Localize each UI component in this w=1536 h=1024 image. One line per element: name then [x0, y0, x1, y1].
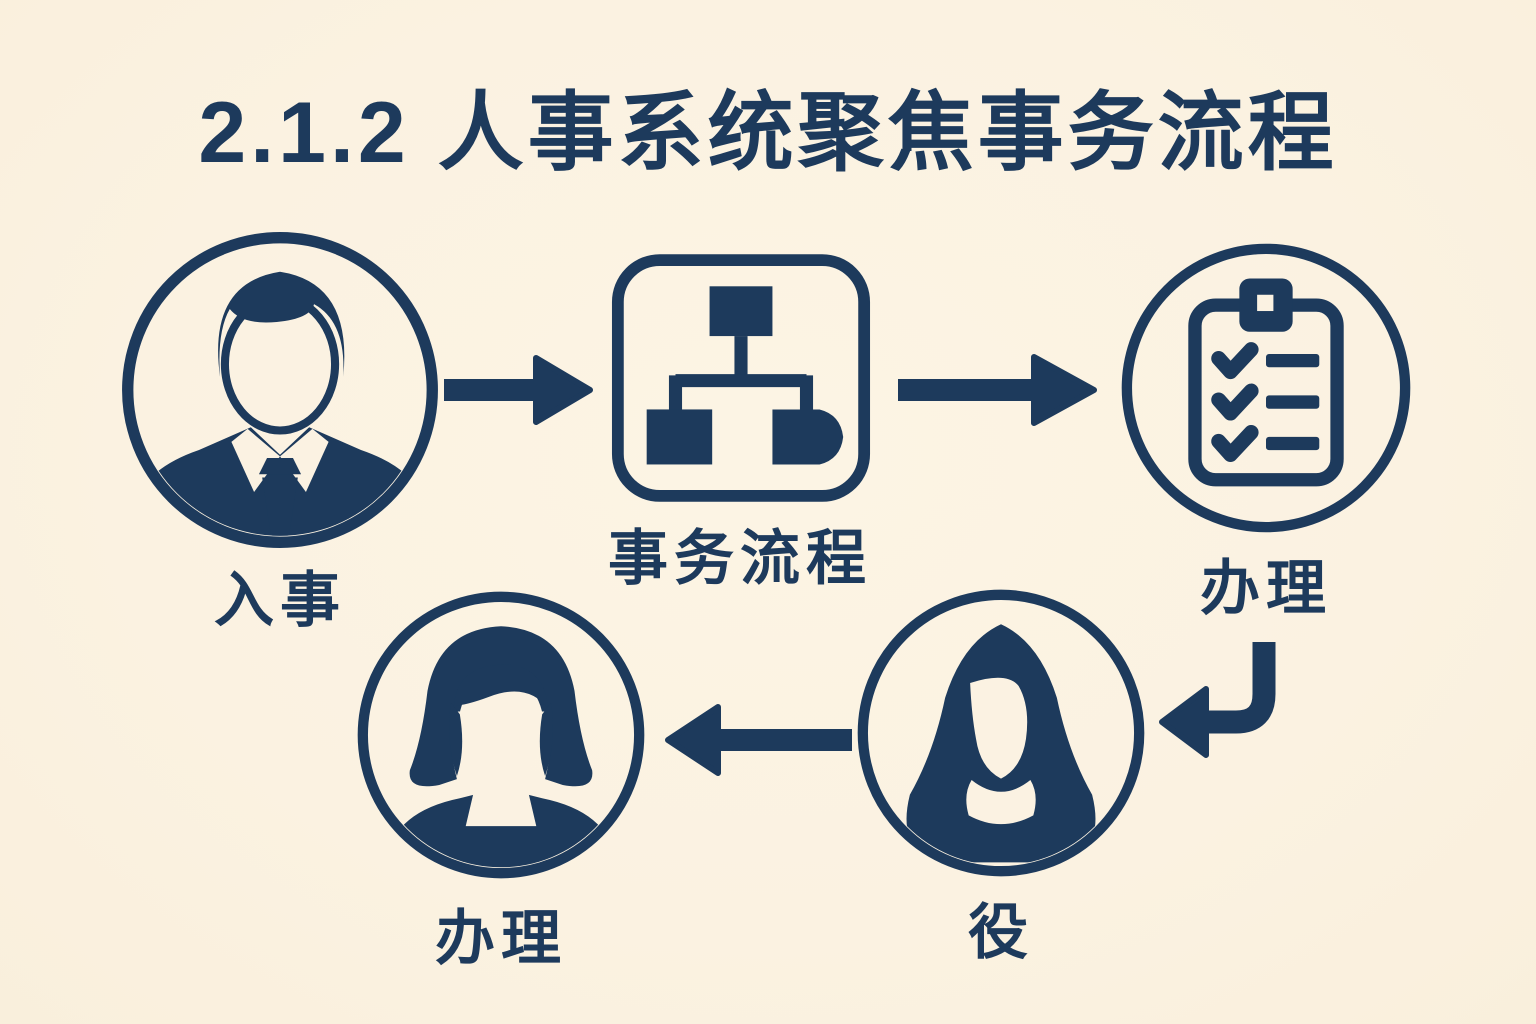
woman-bob-icon — [357, 591, 645, 879]
node-handling-done: 办理 — [354, 588, 648, 972]
businessman-icon — [122, 232, 438, 548]
flowchart-icon — [611, 254, 871, 502]
page-title: 2.1.2 人事系统聚焦事务流程 — [198, 85, 1338, 181]
node-label-handling-done: 办理 — [435, 905, 567, 972]
node-label-process: 事务流程 — [608, 525, 872, 592]
checklist-icon — [1121, 243, 1411, 533]
node-label-handling: 办理 — [1200, 555, 1332, 622]
node-label-service: 役 — [968, 899, 1034, 966]
arrow-right-1 — [444, 350, 594, 435]
arrow-left — [664, 698, 854, 787]
node-service: 役 — [854, 586, 1148, 966]
node-process: 事务流程 — [608, 252, 872, 592]
node-employee: 入事 — [118, 228, 442, 634]
node-handling: 办理 — [1118, 240, 1414, 622]
arrow-curve-down-left — [1158, 632, 1303, 787]
arrow-right-2 — [898, 348, 1098, 437]
node-label-employee: 入事 — [214, 567, 346, 634]
woman-long-hair-icon — [857, 589, 1145, 877]
